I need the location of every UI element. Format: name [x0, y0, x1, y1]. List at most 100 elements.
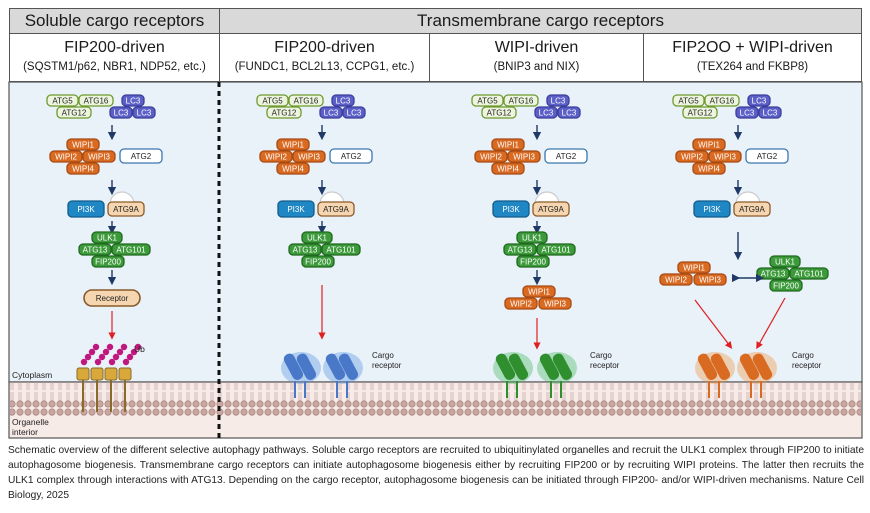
figure-caption: Schematic overview of the different sele…	[8, 445, 864, 501]
fip200-box-label: FIP200	[520, 258, 546, 267]
ulk1-box: ULK1	[769, 255, 801, 268]
wipi4-box: WIPI4	[692, 162, 726, 175]
atg13-box-label: ATG13	[508, 246, 533, 255]
wipi1-box-label: WIPI1	[528, 288, 550, 297]
lc3-box: LC3	[758, 106, 782, 119]
atg2-box: ATG2	[119, 148, 163, 164]
wipi3-box-label: WIPI3	[298, 153, 320, 162]
atg13-box: ATG13	[756, 267, 790, 280]
wipi2-box-label: WIPI2	[681, 153, 703, 162]
wipi4-box: WIPI4	[491, 162, 525, 175]
organelle-label-1: Organelle	[12, 417, 49, 427]
receptor-box: Receptor	[83, 289, 141, 307]
wipi4-box: WIPI4	[66, 162, 100, 175]
atg13-box: ATG13	[288, 243, 322, 256]
soluble-header-text: Soluble cargo receptors	[24, 11, 205, 30]
atg101-box-label: ATG101	[326, 246, 356, 255]
wipi2-box-label: WIPI2	[55, 153, 77, 162]
wipi3-box-label: WIPI3	[513, 153, 535, 162]
atg2-box-label: ATG2	[131, 152, 152, 161]
lc3-box: LC3	[121, 94, 145, 107]
fip200-box: FIP200	[516, 255, 550, 268]
wipi3-box: WIPI3	[292, 150, 326, 163]
fip200-box-label: FIP200	[95, 258, 121, 267]
membrane	[10, 382, 861, 416]
ulk1-box: ULK1	[301, 231, 333, 244]
wipi1-box: WIPI1	[66, 138, 100, 151]
cargo-receptor-label: receptor	[372, 361, 402, 370]
atg16-box: ATG16	[704, 94, 740, 107]
fip200-box: FIP200	[301, 255, 335, 268]
column-title-4: FIP2OO + WIPI-driven	[672, 39, 833, 56]
atg9a-box: ATG9A	[317, 201, 355, 217]
wipi3-box-label: WIPI3	[714, 153, 736, 162]
atg9a-box: ATG9A	[532, 201, 570, 217]
lc3-box-label: LC3	[114, 109, 129, 118]
figure: Soluble cargo receptors Transmembrane ca…	[8, 8, 863, 439]
atg12-box: ATG12	[682, 106, 718, 119]
wipi2-box-label: WIPI2	[480, 153, 502, 162]
wipi4-box-label: WIPI4	[72, 165, 94, 174]
atg101-box: ATG101	[789, 267, 829, 280]
atg16-box: ATG16	[78, 94, 114, 107]
pi3k-box: PI3K	[693, 200, 731, 218]
ulk1-box: ULK1	[91, 231, 123, 244]
wipi1-box: WIPI1	[276, 138, 310, 151]
atg101-box-label: ATG101	[794, 270, 824, 279]
lc3-box-label: LC3	[347, 109, 362, 118]
wipi1-box: WIPI1	[522, 285, 556, 298]
atg101-box-label: ATG101	[116, 246, 146, 255]
pi3k-box-label: PI3K	[77, 205, 95, 214]
pi3k-box-label: PI3K	[287, 205, 305, 214]
ulk1-box-label: ULK1	[775, 258, 796, 267]
atg5-box: ATG5	[471, 94, 504, 107]
transmembrane-header-text: Transmembrane cargo receptors	[417, 11, 664, 30]
wipi2-box-label: WIPI2	[265, 153, 287, 162]
atg9a-box: ATG9A	[107, 201, 145, 217]
atg16-box: ATG16	[288, 94, 324, 107]
cargo-receptor-dimer	[695, 352, 735, 398]
wipi4-box: WIPI4	[276, 162, 310, 175]
lc3-box-label: LC3	[551, 97, 566, 106]
wipi2-box-label: WIPI2	[510, 300, 532, 309]
wipi1-box-label: WIPI1	[683, 264, 705, 273]
lc3-box-label: LC3	[336, 97, 351, 106]
lc3-box: LC3	[557, 106, 581, 119]
cytoplasm-label: Cytoplasm	[12, 370, 52, 380]
lc3-box-label: LC3	[539, 109, 554, 118]
column-title-3: WIPI-driven	[494, 39, 579, 56]
atg9a-box: ATG9A	[733, 201, 771, 217]
atg2-box: ATG2	[745, 148, 789, 164]
atg13-box-label: ATG13	[83, 246, 108, 255]
ulk1-box-label: ULK1	[97, 234, 118, 243]
lc3-box-label: LC3	[324, 109, 339, 118]
wipi1-box-label: WIPI1	[698, 141, 720, 150]
atg5-box: ATG5	[256, 94, 289, 107]
wipi2-box: WIPI2	[675, 150, 709, 163]
atg16-box-label: ATG16	[294, 97, 319, 106]
wipi1-box-label: WIPI1	[282, 141, 304, 150]
atg13-box-label: ATG13	[761, 270, 786, 279]
wipi1-box: WIPI1	[677, 261, 711, 274]
fip200-box-label: FIP200	[773, 282, 799, 291]
column-subtitle-2: (FUNDC1, BCL2L13, CCPG1, etc.)	[234, 61, 415, 73]
atg9a-box-label: ATG9A	[113, 205, 139, 214]
atg12-box-label: ATG12	[62, 109, 87, 118]
transmembrane-header: Transmembrane cargo receptors	[219, 8, 862, 34]
lc3-box: LC3	[109, 106, 133, 119]
atg5-box-label: ATG5	[52, 97, 73, 106]
column-header-1: FIP200-driven (SQSTM1/p62, NBR1, NDP52, …	[9, 34, 220, 82]
organelle-label-2: interior	[12, 427, 38, 437]
cargo-receptor-dimer	[537, 352, 577, 398]
column-header-4: FIP2OO + WIPI-driven (TEX264 and FKBP8)	[643, 34, 862, 82]
fip200-box: FIP200	[91, 255, 125, 268]
column-title-2: FIP200-driven	[274, 39, 375, 56]
receptor-label: Receptor	[96, 294, 129, 303]
pi3k-box: PI3K	[277, 200, 315, 218]
atg5-box: ATG5	[46, 94, 79, 107]
atg16-box-label: ATG16	[84, 97, 109, 106]
atg101-box: ATG101	[536, 243, 576, 256]
atg2-box-label: ATG2	[757, 152, 778, 161]
lc3-box: LC3	[132, 106, 156, 119]
